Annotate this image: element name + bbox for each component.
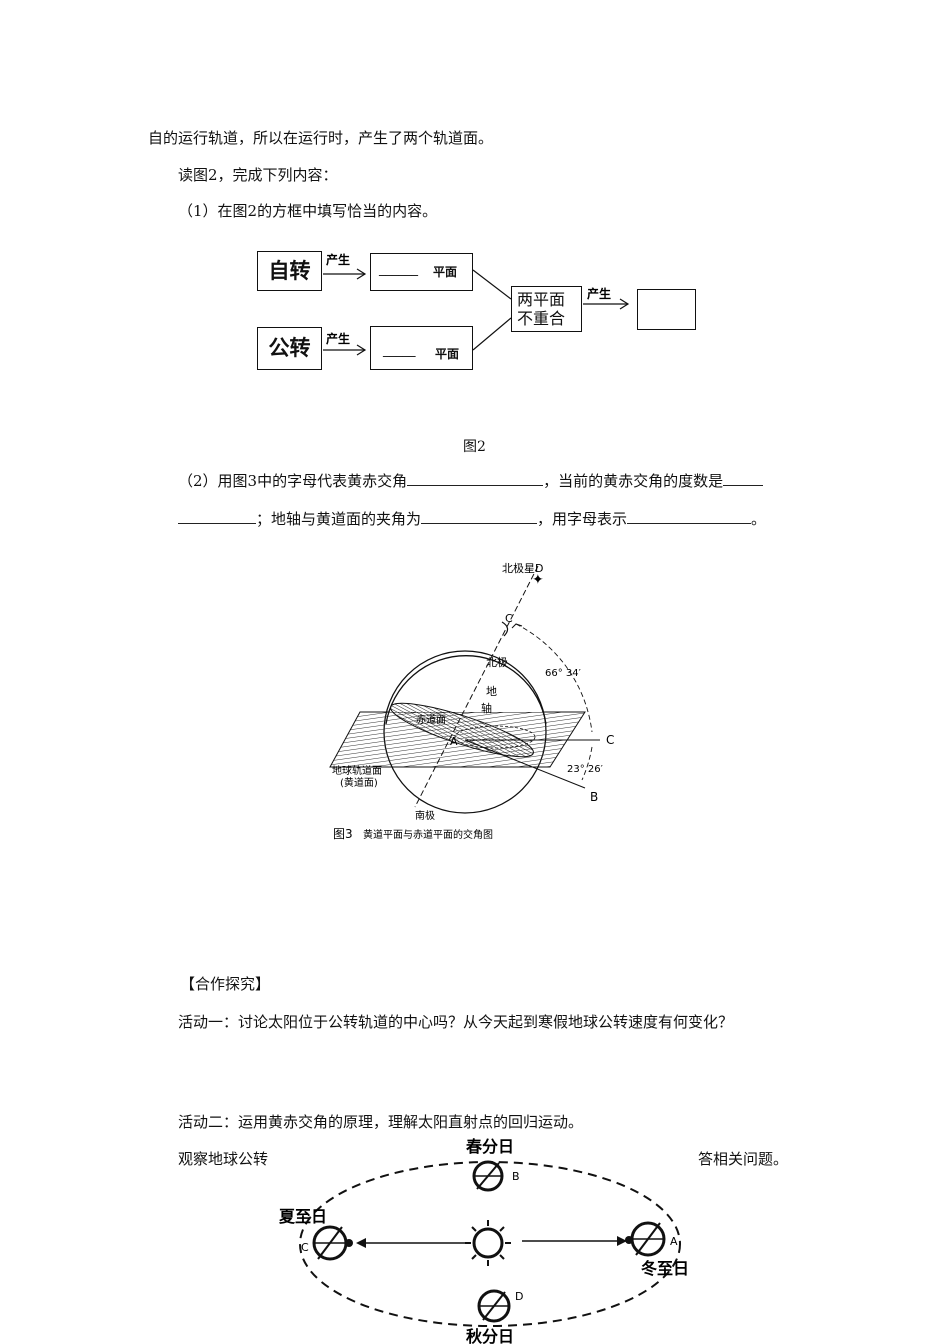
label-a: A xyxy=(670,1235,678,1248)
equator-plane-label: 赤道面 xyxy=(416,713,446,726)
question-2-line2: ；地轴与黄道面的夹角为 ，用字母表示 。 xyxy=(178,509,766,529)
rotation-box: 自转 xyxy=(257,251,322,291)
earth-axis xyxy=(414,565,539,808)
q2-text-c: ；地轴与黄道面的夹角为 xyxy=(256,510,422,528)
revolution-plane-label: 平面 xyxy=(435,347,460,361)
label-b: B xyxy=(590,790,598,804)
text-line-read-fig2: 读图2，完成下列内容： xyxy=(178,166,338,184)
label-a: A xyxy=(450,735,458,748)
text-line-orbit: 自的运行轨道，所以在运行时，产生了两个轨道面。 xyxy=(148,129,494,147)
figure-3-caption-num: 图3 xyxy=(333,827,353,841)
connector-top xyxy=(472,269,512,300)
observe-text-left: 观察地球公转 xyxy=(178,1150,269,1168)
question-1: （1）在图2的方框中填写恰当的内容。 xyxy=(178,202,438,220)
answer-blank-axis-angle[interactable] xyxy=(421,509,538,524)
answer-blank-degrees[interactable] xyxy=(723,471,764,486)
rotation-plane-box[interactable]: ______ 平面 xyxy=(370,253,473,291)
section-title: 【合作探究】 xyxy=(180,975,271,993)
connector-bottom xyxy=(472,317,512,351)
produce-label-revolution: 产生 xyxy=(326,331,350,346)
figure-3-caption-text: 黄道平面与赤道平面的交角图 xyxy=(363,828,493,841)
answer-blank-letters[interactable] xyxy=(407,471,544,486)
answer-blank-degrees-cont[interactable] xyxy=(178,509,256,524)
q2-text-e: 。 xyxy=(751,510,767,528)
equatorial-plane xyxy=(390,702,534,758)
revolution-box: 公转 xyxy=(257,327,322,370)
two-planes-line1: 两平面 xyxy=(517,290,566,309)
sun-icon xyxy=(465,1220,511,1266)
activity-2: 活动二：运用黄赤交角的原理，理解太阳直射点的回归运动。 xyxy=(178,1113,584,1131)
revolution-plane-box[interactable]: _____ 平面 xyxy=(370,326,473,370)
produce-label-rotation: 产生 xyxy=(326,252,350,267)
two-planes-box: 两平面 不重合 xyxy=(511,286,582,332)
label-b: B xyxy=(512,1170,520,1183)
figure-2-caption: 图2 xyxy=(463,439,486,455)
line-to-b xyxy=(464,739,586,789)
axis-label-1: 地 xyxy=(486,685,497,698)
angle-arc-top xyxy=(515,623,593,733)
angle-arc-bottom xyxy=(581,746,593,781)
rotation-plane-label: 平面 xyxy=(433,265,458,279)
label-c: C xyxy=(301,1241,309,1254)
arrowhead-result xyxy=(619,298,630,310)
angle-23-label: 23° 26′ xyxy=(567,764,604,775)
earth-summer xyxy=(312,1225,353,1261)
q2-text-a: （2）用图3中的字母代表黄赤交角 xyxy=(178,472,408,490)
label-d: D xyxy=(515,1290,523,1303)
figure-2-connectors: 产生 产生 产生 xyxy=(323,252,630,356)
label-c-top: C xyxy=(505,612,513,625)
activity-1: 活动一：讨论太阳位于公转轨道的中心吗？从今天起到寒假地球公转速度有何变化？ xyxy=(178,1013,734,1031)
north-pole-label: 北极 xyxy=(486,655,508,669)
spring-equinox-label: 春分日 xyxy=(465,1137,514,1156)
result-answer-box[interactable] xyxy=(637,289,696,330)
figure-3-diagram: ✦ 北极星D C 北极 地 轴 赤道面 A 66° 34′ C 23° 26′ … xyxy=(329,561,614,841)
two-planes-line2: 不重合 xyxy=(517,309,566,328)
winter-solstice-label: 冬至日 xyxy=(641,1259,689,1278)
observe-text-right: 答相关问题。 xyxy=(698,1150,789,1168)
ecliptic-label: (黄道面) xyxy=(340,776,378,789)
question-2-line1: （2）用图3中的字母代表黄赤交角 ，当前的黄赤交角的度数是 xyxy=(178,471,764,491)
produce-label-result: 产生 xyxy=(587,286,611,301)
north-star-label: 北极星D xyxy=(502,561,543,575)
axis-label-2: 轴 xyxy=(481,701,492,715)
arrowhead-rotation xyxy=(356,268,367,280)
north-star-icon: ✦ xyxy=(532,572,544,588)
autumn-equinox-label: 秋分日 xyxy=(466,1327,514,1344)
label-c: C xyxy=(606,733,614,747)
orbit-plane-label: 地球轨道面 xyxy=(332,764,382,777)
south-pole-label: 南极 xyxy=(415,809,435,822)
angle-66-label: 66° 34′ xyxy=(545,668,582,679)
earth-autumn xyxy=(477,1289,511,1323)
rotation-plane-blank: ______ xyxy=(379,262,418,277)
answer-blank-axis-letters[interactable] xyxy=(627,509,752,524)
revolution-plane-blank: _____ xyxy=(383,343,416,358)
q2-text-b: ，当前的黄赤交角的度数是 xyxy=(543,472,724,490)
q2-text-d: ，用字母表示 xyxy=(537,510,628,528)
earth-spring xyxy=(472,1160,504,1192)
earth-winter xyxy=(625,1221,666,1257)
arrowhead-revolution xyxy=(356,344,367,356)
summer-solstice-label: 夏至日 xyxy=(278,1207,327,1226)
orbit-diagram: 春分日 B 夏至日 C A 冬至日 D 秋分日 xyxy=(278,1137,689,1344)
